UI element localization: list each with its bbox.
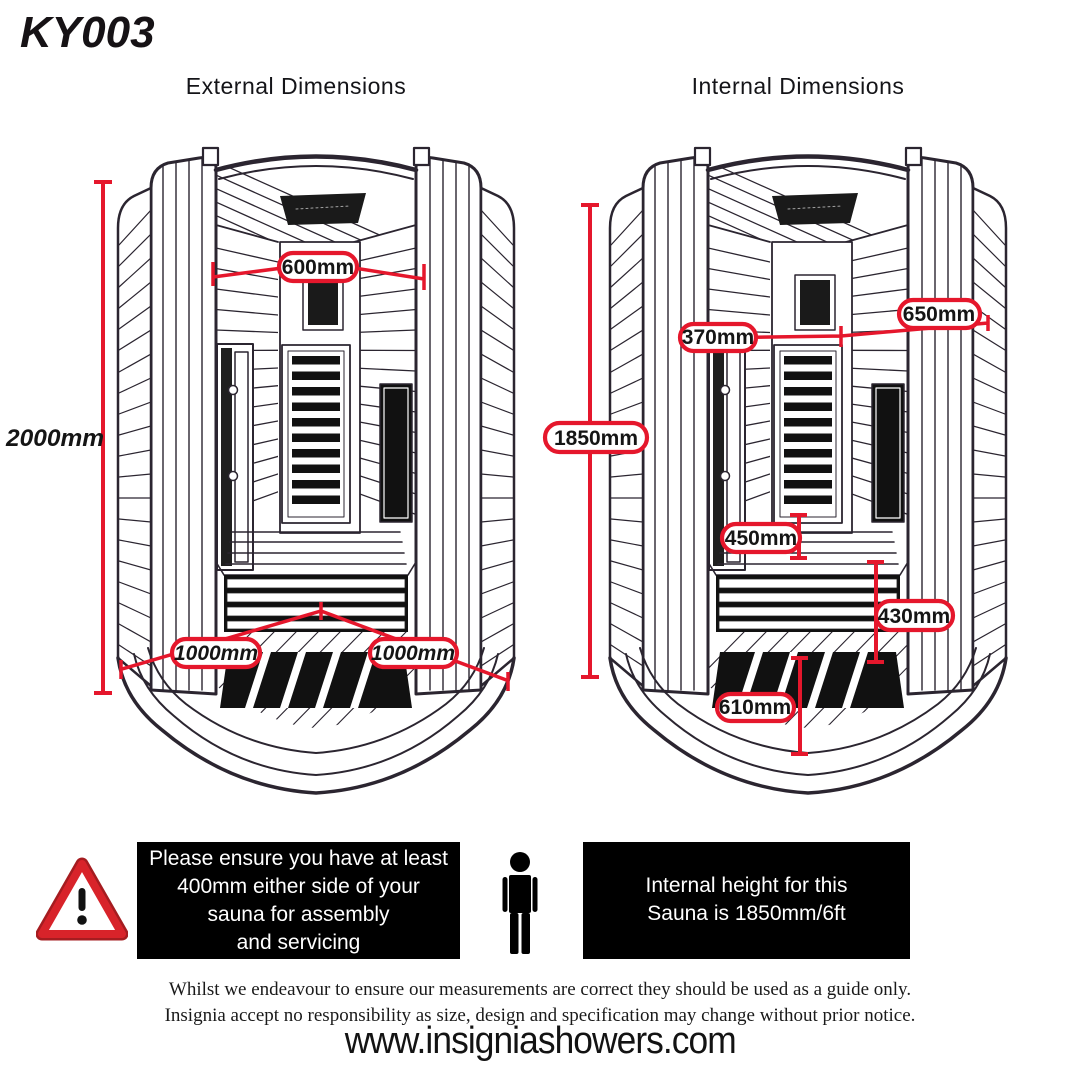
measurement-labels: 2000mm 600mm 1000mm 1000mm 1850mm 370mm … [5,250,983,724]
internal-height-line: Sauna is 1850mm/6ft [647,902,846,925]
disclaimer-line: Insignia accept no responsibility as siz… [164,1005,916,1026]
label-internal-door-width: 370mm [682,326,754,349]
assembly-notice: Please ensure you have at least 400mm ei… [137,842,460,959]
assembly-notice-line: Please ensure you have at least [149,847,448,870]
label-external-door-width: 600mm [282,256,354,279]
label-bench-depth: 450mm [725,527,797,550]
label-base-side-right: 1000mm [371,642,455,665]
label-floor-depth: 610mm [719,696,791,719]
external-dimensions-heading: External Dimensions [185,73,407,99]
sauna-dimension-diagrams: 2000mm 600mm 1000mm 1000mm 1850mm 370mm … [5,0,1080,830]
warning-triangle-icon [36,857,128,941]
internal-dimensions-heading: Internal Dimensions [691,73,905,99]
assembly-notice-line: 400mm either side of your [177,875,420,898]
person-icon [502,852,538,954]
label-rear-panel-width: 650mm [903,303,975,326]
internal-height-line: Internal height for this [645,874,848,897]
disclaimer-text: Whilst we endeavour to ensure our measur… [0,977,1080,1029]
page-title: KY003 [20,8,155,57]
label-base-side-left: 1000mm [174,642,258,665]
sauna-illustration-external [118,148,516,793]
sauna-illustration-internal [610,148,1008,793]
disclaimer-line: Whilst we endeavour to ensure our measur… [168,979,912,1000]
label-external-height: 2000mm [5,425,104,452]
label-bench-front-height: 430mm [878,605,950,628]
assembly-notice-line: and servicing [236,931,361,954]
label-internal-height: 1850mm [554,427,638,450]
internal-height-notice: Internal height for this Sauna is 1850mm… [583,842,910,959]
website-url: www.insigniashowers.com [0,1020,1080,1063]
measurement-lines [94,180,990,756]
assembly-notice-line: sauna for assembly [207,903,390,926]
website-url-text: www.insigniashowers.com [344,1020,736,1062]
